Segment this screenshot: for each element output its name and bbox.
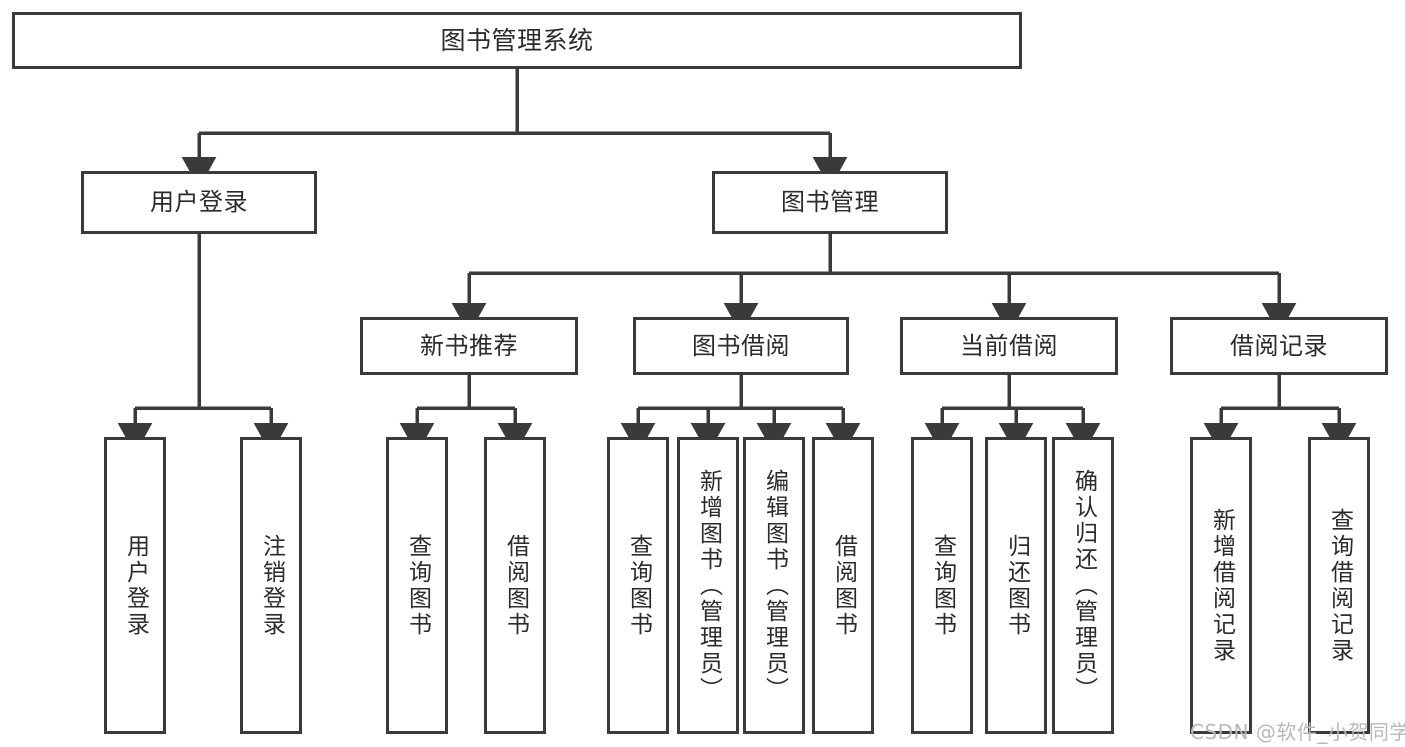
node-leaf-borrow-book-1[interactable]: 借阅图书 xyxy=(484,437,546,734)
node-leaf-user-logout-label: 注销登录 xyxy=(258,533,285,638)
node-leaf-query-book-3-label: 查询图书 xyxy=(929,533,956,638)
node-leaf-edit-book-label: 编辑图书（管理员） xyxy=(761,468,788,703)
node-leaf-query-book-3[interactable]: 查询图书 xyxy=(911,437,973,734)
node-leaf-add-record-label: 新增借阅记录 xyxy=(1208,507,1235,664)
node-leaf-return-book-label: 归还图书 xyxy=(1003,533,1030,638)
node-book-borrow[interactable]: 图书借阅 xyxy=(633,317,849,375)
node-current-borrow[interactable]: 当前借阅 xyxy=(900,317,1118,375)
node-leaf-query-record[interactable]: 查询借阅记录 xyxy=(1308,437,1370,734)
node-current-borrow-label: 当前借阅 xyxy=(960,331,1058,360)
node-borrow-record[interactable]: 借阅记录 xyxy=(1170,317,1388,375)
node-book-borrow-label: 图书借阅 xyxy=(692,331,790,360)
node-leaf-confirm-return-label: 确认归还（管理员） xyxy=(1070,468,1097,703)
node-user-login-label: 用户登录 xyxy=(150,188,248,217)
node-borrow-record-label: 借阅记录 xyxy=(1230,331,1328,360)
node-book-manage[interactable]: 图书管理 xyxy=(712,171,948,234)
node-leaf-query-record-label: 查询借阅记录 xyxy=(1326,507,1353,664)
node-leaf-query-book-2-label: 查询图书 xyxy=(625,533,652,638)
csdn-watermark: CSDN @软件_小贺同学 xyxy=(1190,720,1405,744)
node-book-manage-label: 图书管理 xyxy=(781,188,879,217)
node-root-label: 图书管理系统 xyxy=(440,25,594,55)
node-leaf-add-book-label: 新增图书（管理员） xyxy=(695,468,722,703)
node-leaf-query-book-1-label: 查询图书 xyxy=(404,533,431,638)
node-leaf-user-login-label: 用户登录 xyxy=(122,533,149,638)
node-leaf-user-login[interactable]: 用户登录 xyxy=(104,437,166,734)
node-leaf-borrow-book-2[interactable]: 借阅图书 xyxy=(812,437,874,734)
node-leaf-user-logout[interactable]: 注销登录 xyxy=(240,437,302,734)
node-leaf-return-book[interactable]: 归还图书 xyxy=(985,437,1047,734)
node-leaf-query-book-2[interactable]: 查询图书 xyxy=(607,437,669,734)
node-leaf-edit-book[interactable]: 编辑图书（管理员） xyxy=(743,437,805,734)
node-new-book-recommend-label: 新书推荐 xyxy=(420,331,518,360)
node-user-login[interactable]: 用户登录 xyxy=(81,171,317,234)
node-leaf-confirm-return[interactable]: 确认归还（管理员） xyxy=(1052,437,1114,734)
node-leaf-borrow-book-1-label: 借阅图书 xyxy=(502,533,529,638)
node-new-book-recommend[interactable]: 新书推荐 xyxy=(360,317,578,375)
node-leaf-borrow-book-2-label: 借阅图书 xyxy=(830,533,857,638)
node-leaf-add-record[interactable]: 新增借阅记录 xyxy=(1190,437,1252,734)
node-leaf-add-book[interactable]: 新增图书（管理员） xyxy=(677,437,739,734)
node-root[interactable]: 图书管理系统 xyxy=(12,12,1022,69)
node-leaf-query-book-1[interactable]: 查询图书 xyxy=(386,437,448,734)
